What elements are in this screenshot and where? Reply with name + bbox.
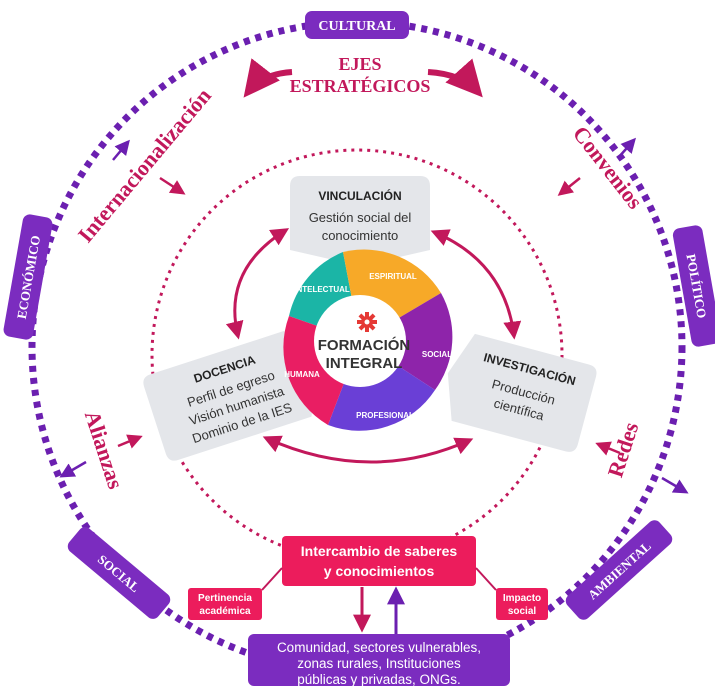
arrow-alianzas-out xyxy=(59,460,87,478)
label-economico: ECONÓMICO xyxy=(3,214,53,340)
impacto-line2: social xyxy=(508,606,537,617)
segment-label-humana: HUMANA xyxy=(284,370,320,379)
arrow-redes-in xyxy=(595,441,621,456)
vinculacion-title: VINCULACIÓN xyxy=(318,188,401,203)
connector-intercambio-left xyxy=(261,567,283,591)
vinculacion-line1: Gestión social del xyxy=(309,210,412,225)
arrow-docencia-vinculacion xyxy=(225,228,290,340)
pertinencia-line1: Pertinencia xyxy=(198,593,252,604)
formacion-wheel: INTELECTUAL ESPIRITUAL SOCIAL PROFESIONA… xyxy=(283,249,453,431)
wheel-center-line1: FORMACIÓN xyxy=(318,336,411,354)
arrow-vinculacion-investigacion xyxy=(430,229,522,340)
ejes-title-line1: EJES xyxy=(338,54,381,74)
comunidad-line2: zonas rurales, Instituciones xyxy=(297,656,461,671)
ejes-arrow-left xyxy=(243,58,293,98)
strategy-internacionalizacion: Internacionalización xyxy=(73,83,216,247)
outer-dotted-ring xyxy=(28,18,686,676)
intercambio-line1: Intercambio de saberes xyxy=(301,543,458,559)
label-cultural: CULTURAL xyxy=(305,11,409,39)
investigacion-box: INVESTIGACIÓN Producción científica xyxy=(447,333,597,452)
segment-label-espiritual: ESPIRITUAL xyxy=(369,272,417,281)
segment-label-intelectual: INTELECTUAL xyxy=(294,285,350,294)
segment-label-profesional: PROFESIONAL xyxy=(356,411,414,420)
intercambio-box: Intercambio de saberes y conocimientos xyxy=(282,536,476,586)
comunidad-line3: públicas y privadas, ONGs. xyxy=(297,672,461,687)
strategy-alianzas: Alianzas xyxy=(80,407,129,492)
intercambio-line2: y conocimientos xyxy=(324,563,435,579)
arrow-intl-in xyxy=(159,176,186,195)
arrow-intl-out xyxy=(112,139,130,161)
pertinencia-line2: académica xyxy=(199,606,251,617)
arrow-conv-out xyxy=(617,137,636,159)
connector-intercambio-right xyxy=(475,567,497,591)
arrow-conv-in xyxy=(557,177,581,196)
vinculacion-box: VINCULACIÓN Gestión social del conocimie… xyxy=(290,176,430,266)
wheel-center-disc xyxy=(314,295,406,387)
label-politico: POLÍTICO xyxy=(672,225,715,347)
arrow-docencia-investigacion xyxy=(262,435,474,464)
vinculacion-line2: conocimiento xyxy=(322,228,399,243)
ejes-title-line2: ESTRATÉGICOS xyxy=(290,75,431,96)
ejes-arrow-right xyxy=(427,58,483,98)
label-social: SOCIAL xyxy=(67,527,171,619)
comunidad-line1: Comunidad, sectores vulnerables, xyxy=(277,640,481,655)
strategy-convenios: Convenios xyxy=(568,121,648,214)
docencia-box: DOCENCIA Perfil de egreso Visión humanis… xyxy=(143,331,317,461)
impacto-box: Impacto social xyxy=(496,588,548,620)
wheel-segment-social xyxy=(360,293,453,390)
label-ambiental: AMBIENTAL xyxy=(565,520,673,620)
arrow-alianzas-in xyxy=(117,434,143,449)
impacto-line1: Impacto xyxy=(503,593,541,604)
label-cultural-text: CULTURAL xyxy=(318,19,395,34)
wheel-center-line2: INTEGRAL xyxy=(326,355,403,372)
segment-label-social: SOCIAL xyxy=(422,350,452,359)
gear-icon xyxy=(357,312,377,332)
pertinencia-box: Pertinencia académica xyxy=(188,588,262,620)
comunidad-box: Comunidad, sectores vulnerables, zonas r… xyxy=(248,634,510,687)
arrow-redes-out xyxy=(661,476,689,494)
